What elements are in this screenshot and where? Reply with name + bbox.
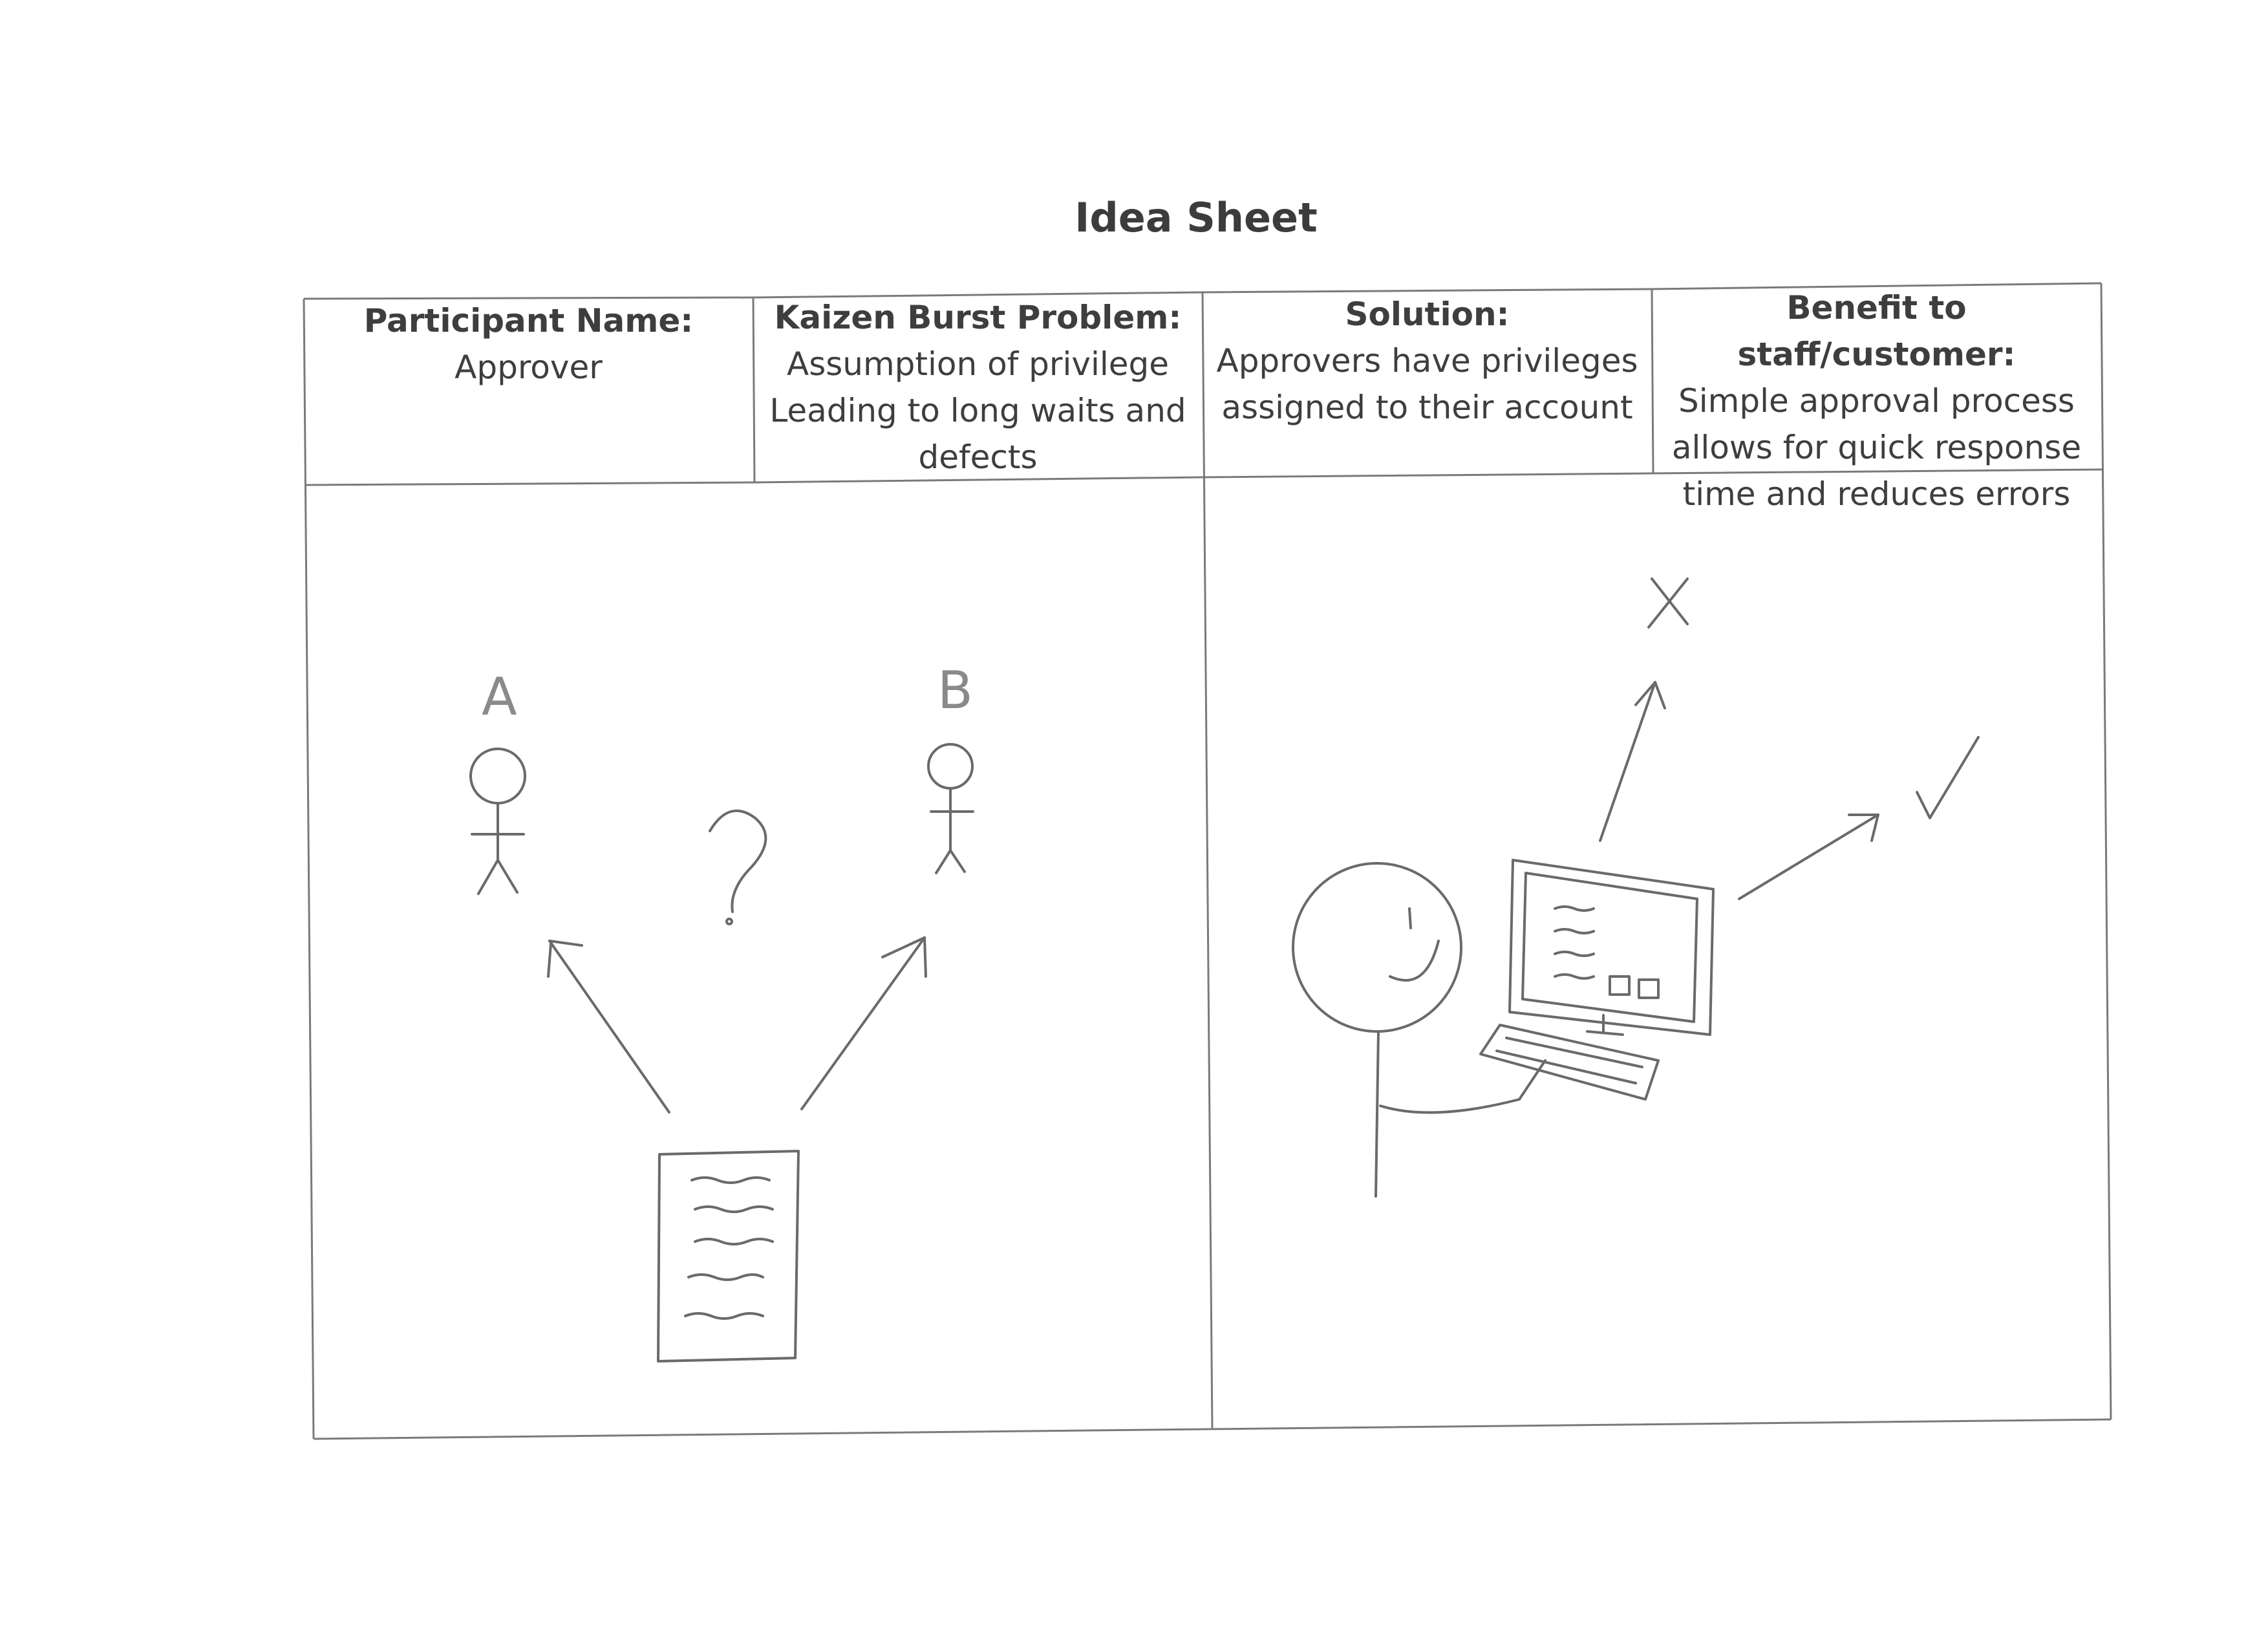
approve-checkmark (1916, 736, 1980, 819)
benefit-label: Benefit to staff/customer: (1737, 289, 2016, 373)
monitor-sketch (1508, 859, 1715, 1036)
participant-label: Participant Name: (363, 302, 694, 339)
person-a-figure (469, 748, 526, 895)
document-sketch (657, 1150, 800, 1363)
solution-label: Solution: (1345, 296, 1510, 333)
person-a-label: A (482, 667, 517, 727)
header-solution: Solution: Approvers have privileges assi… (1203, 291, 1652, 431)
problem-value: Assumption of privilege Leading to long … (769, 345, 1186, 476)
header-problem: Kaizen Burst Problem: Assumption of priv… (753, 294, 1203, 480)
problem-label: Kaizen Burst Problem: (774, 299, 1182, 336)
arrow-to-reject (1599, 681, 1666, 842)
person-b-figure (927, 743, 974, 874)
arrow-to-b (800, 936, 927, 1110)
approver-person (1292, 862, 1546, 1198)
header-participant: Participant Name: Approver (304, 297, 753, 391)
reject-mark (1647, 577, 1689, 629)
question-mark-sketch (709, 809, 767, 925)
benefit-value: Simple approval process allows for quick… (1671, 382, 2082, 513)
keyboard-sketch (1479, 1024, 1660, 1101)
header-benefit: Benefit to staff/customer: Simple approv… (1652, 285, 2101, 517)
solution-value: Approvers have privileges assigned to th… (1216, 342, 1638, 426)
page-title: Idea Sheet (1075, 194, 1318, 241)
participant-value: Approver (455, 349, 603, 386)
person-b-label: B (937, 660, 973, 720)
arrow-to-a (547, 940, 670, 1114)
arrow-to-approve (1738, 814, 1879, 900)
